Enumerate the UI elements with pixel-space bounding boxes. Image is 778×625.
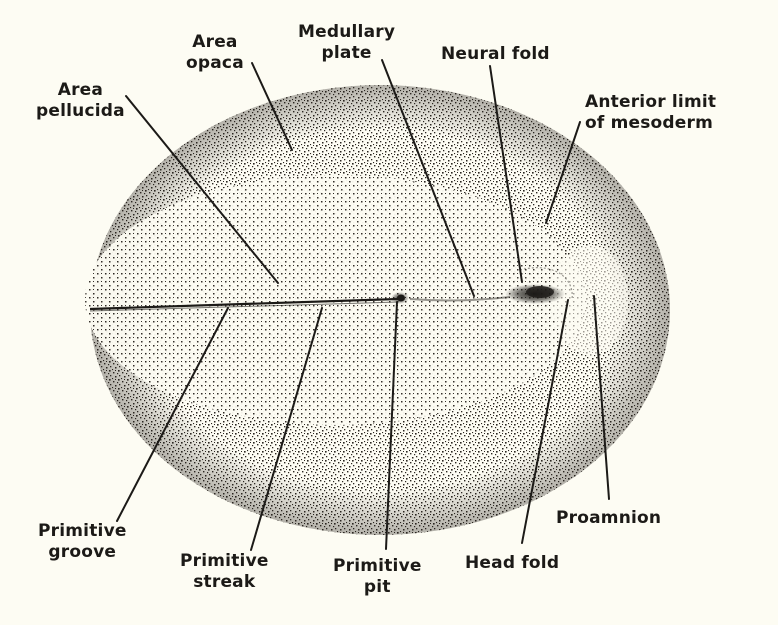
label-primitive-streak: Primitive streak xyxy=(180,551,269,592)
primitive-streak-structure xyxy=(89,297,399,312)
leader-medullary-plate xyxy=(381,59,475,297)
leader-primitive-pit xyxy=(385,301,398,550)
leader-area-opaca xyxy=(251,62,293,151)
primitive-pit-structure xyxy=(391,292,409,304)
leader-head-fold xyxy=(521,299,569,544)
label-proamnion: Proamnion xyxy=(556,508,662,528)
label-head-fold: Head fold xyxy=(465,553,560,573)
head-fold-structure xyxy=(505,267,573,304)
label-primitive-pit: Primitive pit xyxy=(333,556,422,597)
label-area-pellucida: Area pellucida xyxy=(36,80,125,121)
leader-lines xyxy=(116,59,610,551)
label-neural-fold: Neural fold xyxy=(441,44,550,64)
leader-neural-fold xyxy=(489,65,523,283)
leader-primitive-groove xyxy=(116,307,229,522)
medullary-plate-structure xyxy=(409,296,511,302)
proamnion-region xyxy=(552,245,628,355)
label-area-opaca: Area opaca xyxy=(186,32,244,73)
leader-primitive-streak xyxy=(250,307,323,551)
leader-proamnion xyxy=(593,295,610,500)
leader-area-pellucida xyxy=(125,95,279,284)
label-anterior-limit-of-mesoderm: Anterior limit of mesoderm xyxy=(585,92,717,133)
label-primitive-groove: Primitive groove xyxy=(38,521,127,562)
leader-anterior-limit xyxy=(545,121,581,224)
label-medullary-plate: Medullary plate xyxy=(298,22,396,63)
